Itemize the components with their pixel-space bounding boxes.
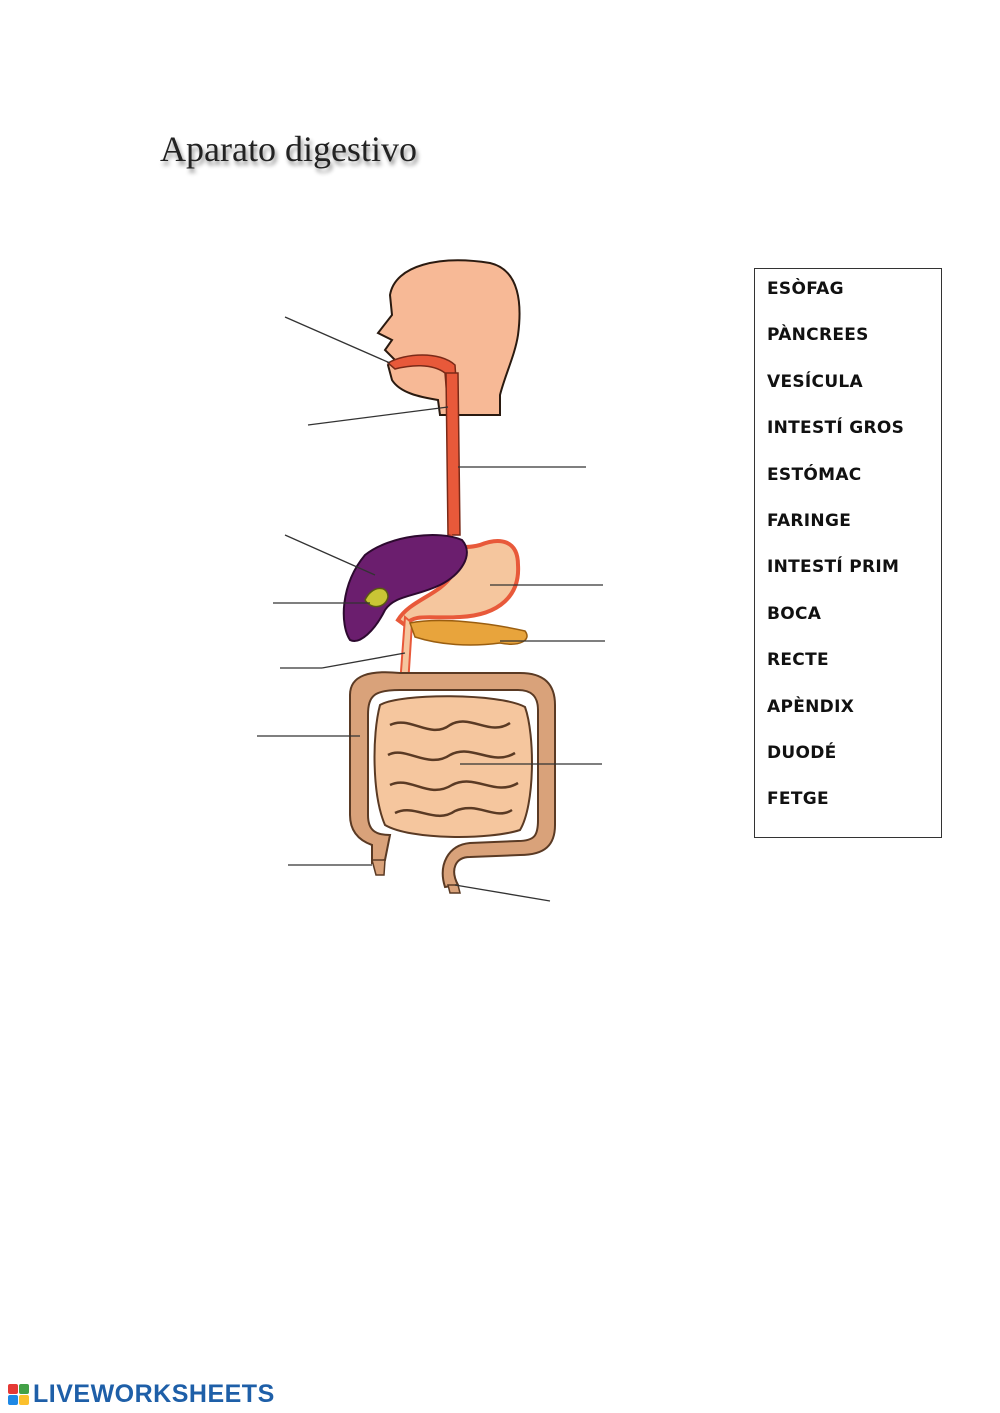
word-bank-item[interactable]: ESTÓMAC <box>767 464 862 485</box>
word-bank-item[interactable]: APÈNDIX <box>767 696 855 717</box>
small-intestine-folds <box>387 720 519 817</box>
word-bank-list: ESÒFAG PÀNCREES VESÍCULA INTESTÍ GROS ES… <box>755 269 941 834</box>
liveworksheets-logo[interactable]: LIVEWORKSHEETS <box>8 1380 275 1409</box>
word-bank: ESÒFAG PÀNCREES VESÍCULA INTESTÍ GROS ES… <box>754 268 942 838</box>
word-bank-item[interactable]: BOCA <box>767 603 822 624</box>
digestive-system-diagram <box>257 259 605 902</box>
word-bank-item[interactable]: FARINGE <box>767 510 852 531</box>
logo-blocks-icon <box>8 1384 29 1405</box>
large-intestine <box>349 671 556 889</box>
word-bank-item[interactable]: INTESTÍ GROS <box>767 418 905 439</box>
word-bank-item[interactable]: RECTE <box>767 650 829 671</box>
rectum <box>447 884 461 894</box>
word-bank-item[interactable]: INTESTÍ PRIM <box>767 557 900 578</box>
liver <box>342 534 468 642</box>
logo-text: LIVEWORKSHEETS <box>33 1380 275 1408</box>
word-bank-item[interactable]: VESÍCULA <box>767 371 864 392</box>
leader-lines <box>257 316 605 902</box>
stomach <box>395 534 521 628</box>
word-bank-item[interactable]: ESÒFAG <box>767 279 844 299</box>
head-illustration <box>376 259 521 416</box>
word-bank-item[interactable]: PÀNCREES <box>767 325 869 346</box>
appendix <box>371 859 386 876</box>
word-bank-item[interactable]: FETGE <box>767 789 829 810</box>
word-bank-item[interactable]: DUODÉ <box>767 742 837 763</box>
gallbladder <box>364 587 389 608</box>
page-title: Aparato digestivo <box>160 129 417 169</box>
pancreas <box>409 619 528 646</box>
small-intestine <box>373 695 533 838</box>
esophagus <box>445 372 461 536</box>
